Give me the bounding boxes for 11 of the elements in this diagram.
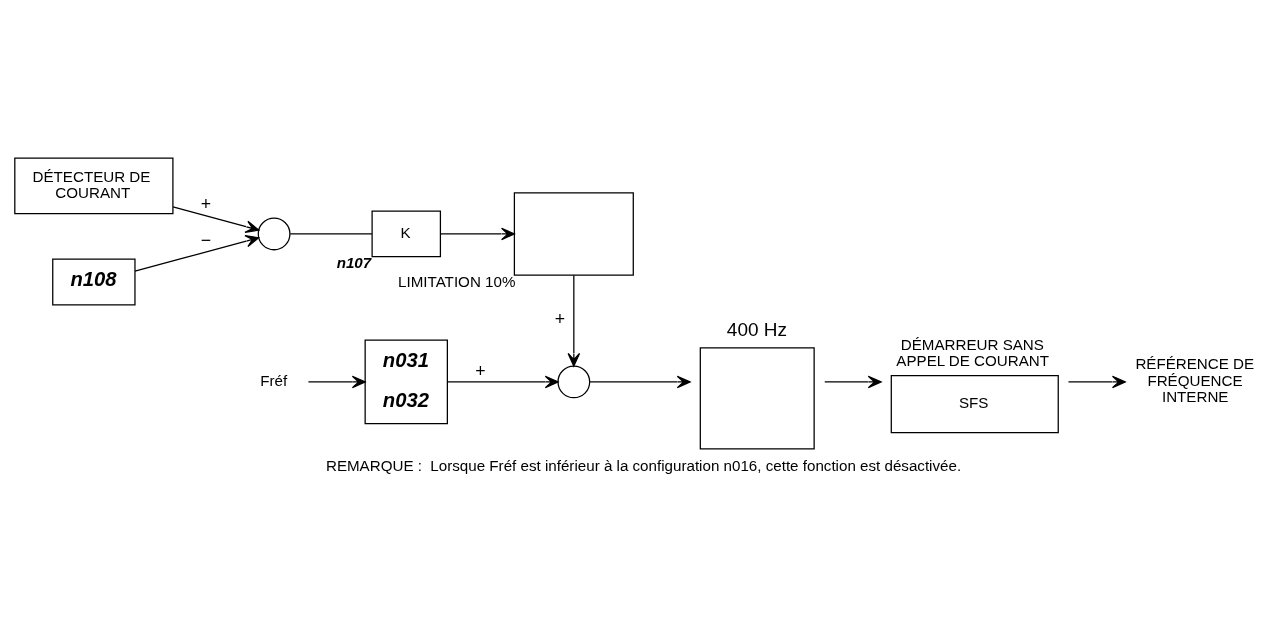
edge-label: + (200, 193, 212, 214)
caption: REMARQUE : Lorsque Fréf est inférieur à la configuration n016, cette fonction est désactivée. (325, 456, 962, 474)
node-text: RÉFÉRENCE DE FRÉQUENCE INTERNE (1135, 354, 1255, 405)
node-text: Fréf (260, 371, 288, 389)
node-label: DÉMARREUR SANS APPEL DE COURANT (896, 335, 1050, 369)
edge-label: + (475, 360, 486, 381)
edge-label: + (554, 308, 566, 329)
node-label: 400 Hz (726, 318, 787, 340)
node-label: n107 (336, 253, 372, 271)
edge-label: − (200, 229, 212, 250)
node-label: LIMITATION 10% (398, 272, 516, 290)
